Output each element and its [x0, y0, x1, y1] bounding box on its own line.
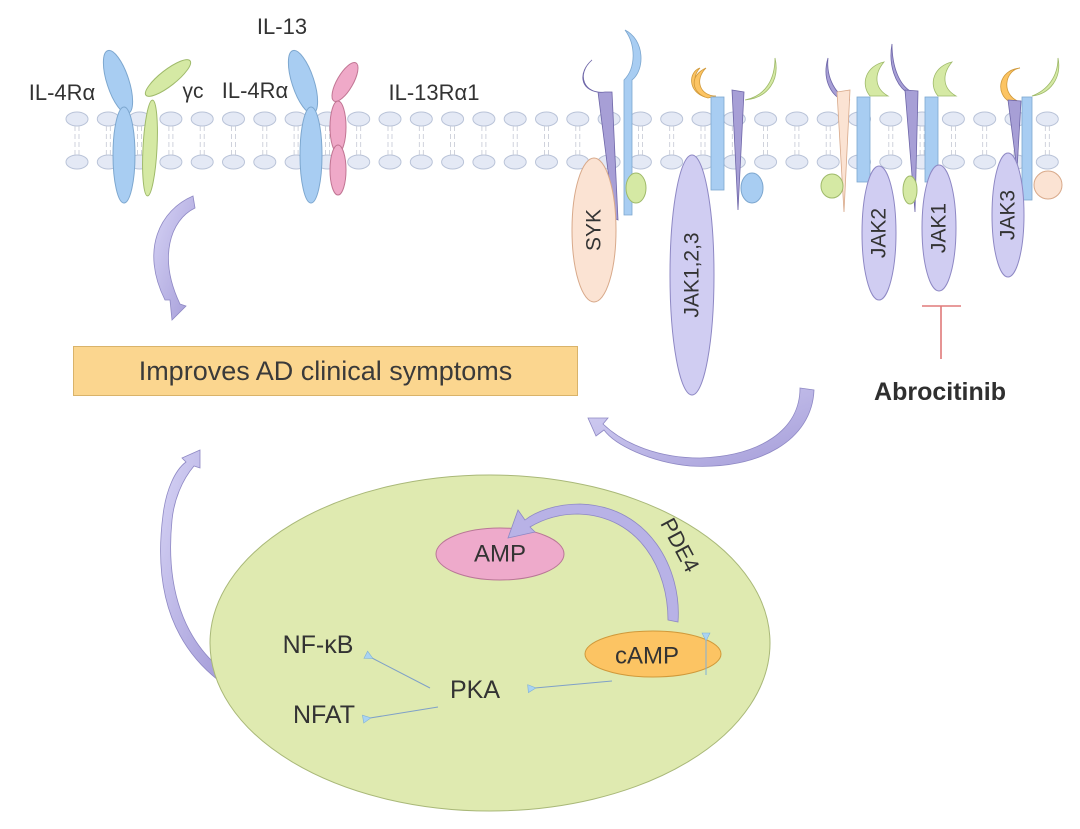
syk-label: SYK	[583, 209, 606, 251]
lipid-head	[1035, 154, 1059, 170]
lipid-head	[785, 154, 809, 170]
lipid-head	[159, 111, 183, 127]
jak123-label: JAK1,2,3	[681, 232, 704, 317]
lipid-head	[816, 111, 840, 127]
nfat-label: NFAT	[293, 701, 355, 729]
amp-label: AMP	[474, 541, 526, 568]
lipid-head	[973, 154, 997, 170]
syk-kinase: SYK	[571, 157, 617, 303]
lipid-head	[378, 111, 402, 127]
arrow-jak-to-outcome	[587, 387, 815, 467]
jak2-kinase: JAK2	[861, 165, 897, 301]
lipid-head	[222, 111, 245, 127]
lipid-head	[472, 154, 496, 170]
lipid-head	[347, 154, 371, 170]
arrow-pka-to-nfat	[362, 706, 439, 724]
lipid-head	[441, 111, 465, 127]
lipid-head	[628, 154, 652, 170]
arrow-camp-to-pka	[527, 680, 613, 694]
pde4-arrow	[507, 503, 679, 623]
lipid-head	[159, 154, 183, 170]
lipid-head	[566, 111, 590, 127]
abrocitinib-label: Abrocitinib	[874, 378, 1006, 406]
jak3-label: JAK3	[997, 190, 1020, 240]
jak123-receptor	[691, 57, 777, 211]
lipid-head	[472, 111, 496, 127]
jak1-receptor	[890, 43, 958, 213]
lipid-head	[347, 111, 371, 127]
lipid-head	[65, 154, 89, 170]
gamma-c-label: γc	[183, 80, 204, 103]
lipid-head	[190, 111, 214, 127]
lipid-head	[253, 154, 277, 170]
jak1-label: JAK1	[928, 203, 951, 253]
lipid-head	[409, 154, 433, 170]
jak123-kinase: JAK1,2,3	[669, 154, 715, 396]
lipid-head	[253, 111, 277, 127]
lipid-head	[441, 154, 465, 170]
il4ra-il13ra1-receptor	[287, 49, 359, 204]
lipid-head	[754, 111, 778, 127]
inhibition-bar	[922, 305, 961, 359]
arrow-il4-to-outcome	[153, 195, 196, 321]
arrow-pka-to-nfkb	[363, 650, 431, 689]
jak2-receptor	[820, 57, 890, 213]
il13-label: IL-13	[257, 14, 307, 39]
nfkb-label: NF-κB	[283, 631, 354, 659]
amp-node: AMP	[435, 527, 565, 581]
lipid-head	[754, 154, 778, 170]
outcome-box: Improves AD clinical symptoms	[73, 346, 578, 396]
il4ra-right-label: IL-4Rα	[222, 78, 289, 103]
lipid-head	[190, 154, 214, 170]
il4ra-gc-receptor	[102, 49, 192, 204]
jak3-receptor	[1000, 57, 1063, 201]
lipid-head	[503, 154, 527, 170]
lipid-head	[1035, 111, 1059, 127]
lipid-head	[785, 111, 809, 127]
lipid-head	[65, 111, 89, 127]
camp-node: cAMP	[584, 630, 722, 678]
lipid-head	[378, 154, 402, 170]
pka-label: PKA	[450, 676, 500, 704]
lipid-head	[535, 111, 558, 127]
cell	[209, 474, 771, 812]
jak1-kinase: JAK1	[921, 164, 957, 292]
il13ra1-label: IL-13Rα1	[389, 80, 480, 105]
il4ra-left-label: IL-4Rα	[29, 80, 96, 105]
lipid-head	[222, 154, 245, 170]
lipid-head	[879, 154, 903, 170]
lipid-head	[973, 111, 997, 127]
jak2-label: JAK2	[868, 208, 891, 258]
lipid-head	[722, 154, 746, 170]
lipid-head	[816, 154, 840, 170]
lipid-head	[409, 111, 433, 127]
lipid-head	[941, 154, 965, 170]
lipid-head	[879, 111, 903, 127]
arrow-cell-to-outcome	[160, 449, 223, 681]
lipid-head	[503, 111, 527, 127]
lipid-head	[660, 111, 684, 127]
lipid-head	[628, 111, 652, 127]
jak3-kinase: JAK3	[991, 152, 1025, 278]
camp-label: cAMP	[615, 643, 679, 670]
lipid-head	[660, 154, 684, 170]
lipid-head	[941, 111, 965, 127]
lipid-head	[535, 154, 558, 170]
